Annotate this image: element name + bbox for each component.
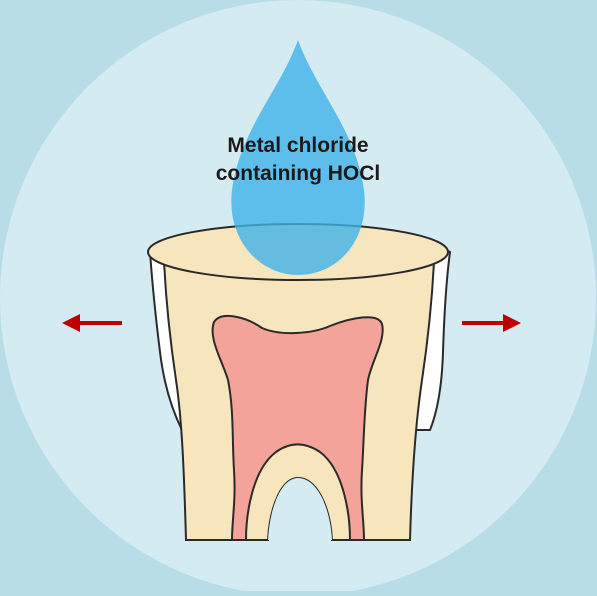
droplet-label: Metal chloride containing HOCl bbox=[198, 132, 398, 188]
droplet-label-line1: Metal chloride bbox=[198, 132, 398, 160]
droplet-label-line2: containing HOCl bbox=[198, 160, 398, 188]
